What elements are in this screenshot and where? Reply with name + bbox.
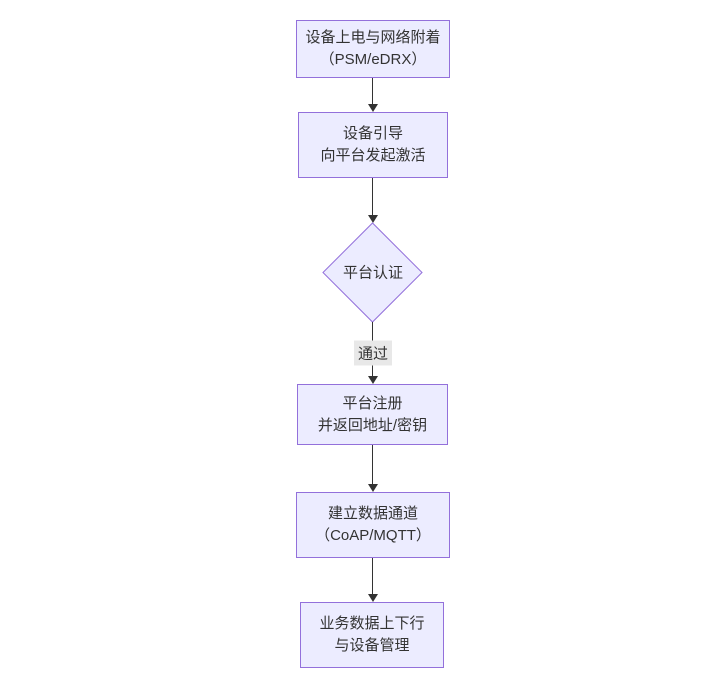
node-data-channel: 建立数据通道 （CoAP/MQTT） (296, 492, 450, 558)
node-text-line: （CoAP/MQTT） (315, 527, 431, 544)
arrowhead-icon (368, 594, 378, 602)
edge-line-d-e (372, 445, 373, 484)
node-text-line: 与设备管理 (334, 637, 410, 654)
node-text-line: 设备上电与网络附着 (305, 29, 441, 46)
edge-line-b-c (372, 178, 373, 215)
node-text-line: 建立数据通道 (327, 505, 418, 522)
node-text-line: 设备引导 (342, 125, 403, 142)
node-platform-register: 平台注册 并返回地址/密钥 (297, 384, 448, 445)
edge-line-e-f (372, 558, 373, 594)
node-power-network-attach: 设备上电与网络附着 （PSM/eDRX） (296, 20, 450, 78)
node-device-bootstrap: 设备引导 向平台发起激活 (298, 112, 448, 178)
decision-label: 平台认证 (342, 264, 404, 282)
node-text-line: （PSM/eDRX） (319, 51, 427, 68)
arrowhead-icon (368, 484, 378, 492)
node-text-line: 向平台发起激活 (320, 147, 426, 164)
node-business-management: 业务数据上下行 与设备管理 (300, 602, 444, 668)
node-text-line: 业务数据上下行 (319, 615, 425, 632)
arrowhead-icon (368, 215, 378, 223)
node-text-line: 平台注册 (342, 394, 403, 412)
arrowhead-icon (368, 376, 378, 384)
node-text-line: 并返回地址/密钥 (317, 416, 428, 434)
arrowhead-icon (368, 104, 378, 112)
edge-label-pass: 通过 (353, 340, 393, 366)
edge-line-a-b (372, 78, 373, 104)
